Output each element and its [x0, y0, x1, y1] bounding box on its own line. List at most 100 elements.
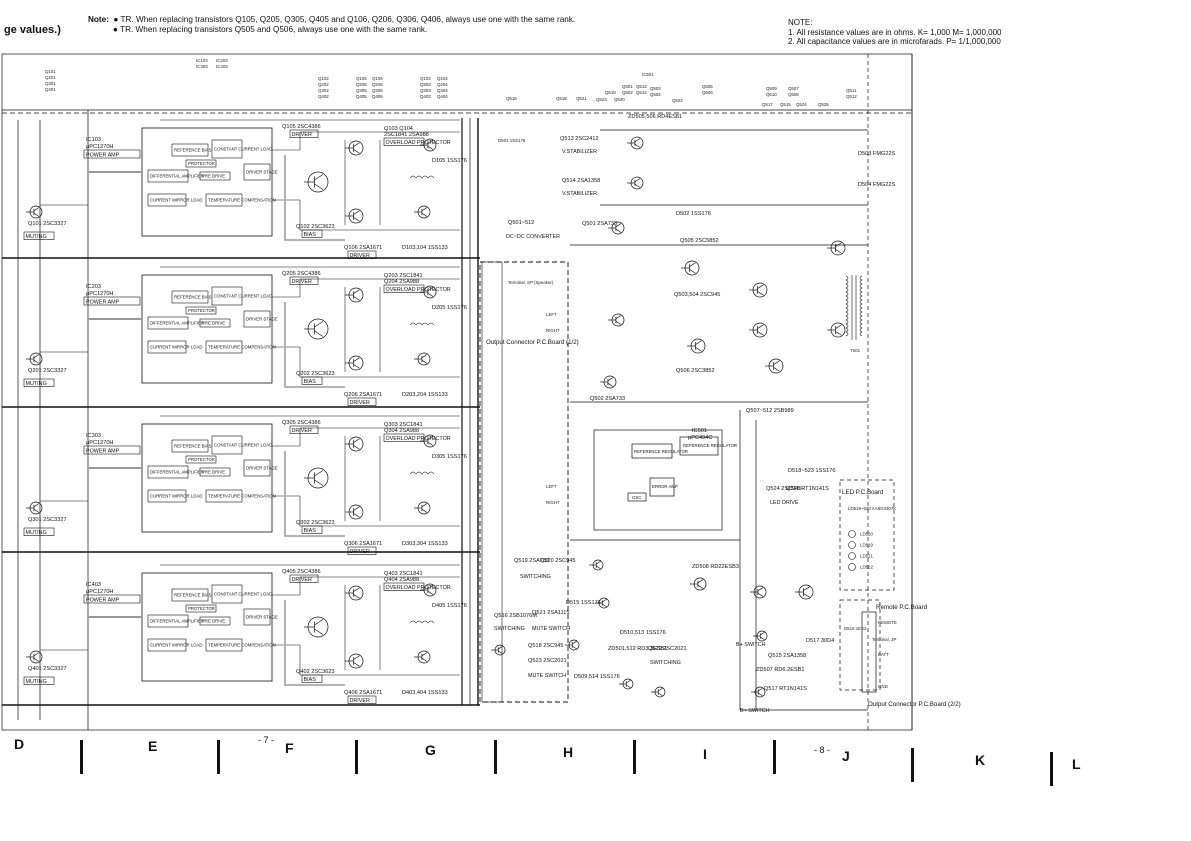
prot-label-b-4: Q404 2SA988 [384, 577, 419, 583]
ref-ic-c: IC303 [196, 64, 208, 69]
led-symbol-4 [848, 563, 856, 571]
ref-q515: Q515 [780, 102, 791, 107]
bias-tag-1-frame [301, 229, 323, 238]
ref-q202: Q202 [318, 82, 329, 87]
bias-transistor-2 [304, 318, 329, 340]
ref-q521: Q521 [576, 96, 587, 101]
mute-tag-1-frame [23, 231, 55, 240]
dcdc-range: Q501~512 [508, 220, 534, 226]
ic-part-3: μPC1270H [86, 440, 113, 446]
ref-q523: Q523 [596, 97, 607, 102]
ref-q522: Q522 [672, 98, 683, 103]
ref-q517: Q517 [762, 102, 773, 107]
diode-label-3: D303,304 1SS133 [402, 541, 448, 547]
ref-q518: Q518 [556, 96, 567, 101]
gnd-pin: GND [878, 684, 888, 689]
ic-label-2: IC203 [86, 284, 101, 290]
diode2-label-1: D105 1SS176 [432, 158, 467, 164]
connector-right-2: RIGHT [546, 500, 560, 505]
drv2-label-1: Q106 2SA1671 [344, 245, 382, 251]
q525-symbol [795, 584, 814, 600]
ic-label-3: IC303 [86, 433, 101, 439]
led-label-1: LD520 [860, 532, 873, 537]
bias-label-4: Q402 2SC3623 [296, 669, 335, 675]
prot-label-4: Q403 2SC1841 [384, 571, 423, 577]
led-board-part: LD519~520 AA8G4307K [848, 506, 896, 511]
q507-symbol [749, 282, 768, 298]
ref-q101: Q101 [45, 69, 56, 74]
diff-amp-3-box [147, 465, 189, 479]
remote-terminal: Terminal, 3P [872, 637, 896, 642]
zd507-label: ZD507 RD6.2ESB1 [756, 667, 805, 673]
d504-label: D504 FMG22S [858, 182, 896, 188]
q517-symbol [751, 686, 766, 698]
note-right-2: 2. All capacitance values are in microfa… [788, 37, 1001, 46]
ref-q509: Q509 [766, 86, 777, 91]
ref-q203: Q203 [420, 82, 431, 87]
prot-label-2: Q203 2SC1841 [384, 273, 423, 279]
diff-amp-2: DIFFERENTIAL AMPLIFIER [150, 321, 204, 326]
current-mirror-4: CURRENT MIRROR LOAD [150, 643, 202, 648]
constant-load-1-box [211, 139, 243, 159]
col-e: E [148, 738, 158, 754]
q505-symbol [681, 260, 700, 276]
bias-tag-3-frame [301, 525, 323, 534]
q502-symbol [600, 375, 617, 389]
col-d: D [14, 736, 25, 752]
ref-q306: Q306 [372, 88, 383, 93]
col-j: J [842, 748, 850, 764]
protector-3-box [185, 455, 217, 464]
protect2-transistor-2 [414, 352, 431, 366]
regulator-section: IC501 μPC494C REFERENCE REGULATOR REFERE… [632, 428, 737, 500]
bias-transistor-1 [304, 171, 329, 193]
q521-symbol [565, 639, 580, 651]
driver-stage-3: DRIVER STAGE [246, 466, 278, 471]
bias-label-1: Q102 2SC3623 [296, 224, 335, 230]
ref-q301: Q301 [45, 81, 56, 86]
ref-ic-a: IC103 [196, 58, 208, 63]
ref-q304: Q304 [437, 88, 448, 93]
d516-label: D516 1ES2 [844, 626, 867, 631]
driver-transistor-4 [345, 585, 364, 601]
q505-label: Q505 2SC5852 [680, 238, 719, 244]
ref-q524: Q524 [796, 102, 807, 107]
q508-symbol [827, 240, 846, 256]
ref-ic-d: IC403 [216, 64, 228, 69]
ref-q403: Q403 [420, 94, 431, 99]
ref-q201: Q201 [45, 75, 56, 80]
current-mirror-1-box [147, 193, 187, 207]
ref-q205: Q205 [356, 82, 367, 87]
mute-label-2: Q201 2SC3327 [28, 368, 67, 374]
led-label-2: LD519 [860, 543, 873, 548]
note-right: NOTE: 1. All resistance values are in oh… [788, 18, 1001, 47]
diff-amp-1-box [147, 169, 189, 183]
drv2-tag-2: DRIVER [350, 400, 370, 406]
q513-symbol [627, 136, 644, 150]
drv-label-3: Q305 2SC4386 [282, 420, 321, 426]
q514-symbol [627, 176, 644, 190]
prot-label-b-1: 2SC1841 2SA988 [384, 132, 429, 138]
pre-drive-1: PRE DRIVE [202, 174, 225, 179]
q514-tag: V.STABILIZER [562, 191, 597, 197]
current-mirror-4-box [147, 638, 187, 652]
mute-tag-2-frame [23, 378, 55, 387]
led-symbol-3 [848, 552, 856, 560]
col-i: I [703, 746, 707, 762]
q521-label: Q521 2SA1115 [532, 610, 569, 616]
reference-rows: IC103 IC203 IC303 IC403 Q101 Q201 Q301 Q… [45, 58, 857, 107]
note-label: Note: [88, 15, 109, 24]
diff-amp-4: DIFFERENTIAL AMPLIFIER [150, 619, 204, 624]
ref-q520: Q520 [614, 97, 625, 102]
reference-bias-2-box [171, 290, 209, 304]
prot-tag-1-frame [383, 137, 425, 146]
remote-title: Remote P.C.Board [876, 604, 928, 611]
q510-symbol [827, 322, 846, 338]
mute-transistor-4 [26, 650, 43, 664]
current-mirror-2-box [147, 340, 187, 354]
d501-label: D501 1SS176 [498, 138, 526, 143]
ref-q305: Q305 [356, 88, 367, 93]
prot-label-b-3: Q304 2SA988 [384, 428, 419, 434]
note-right-1: 1. All resistance values are in ohms. K=… [788, 27, 1002, 37]
